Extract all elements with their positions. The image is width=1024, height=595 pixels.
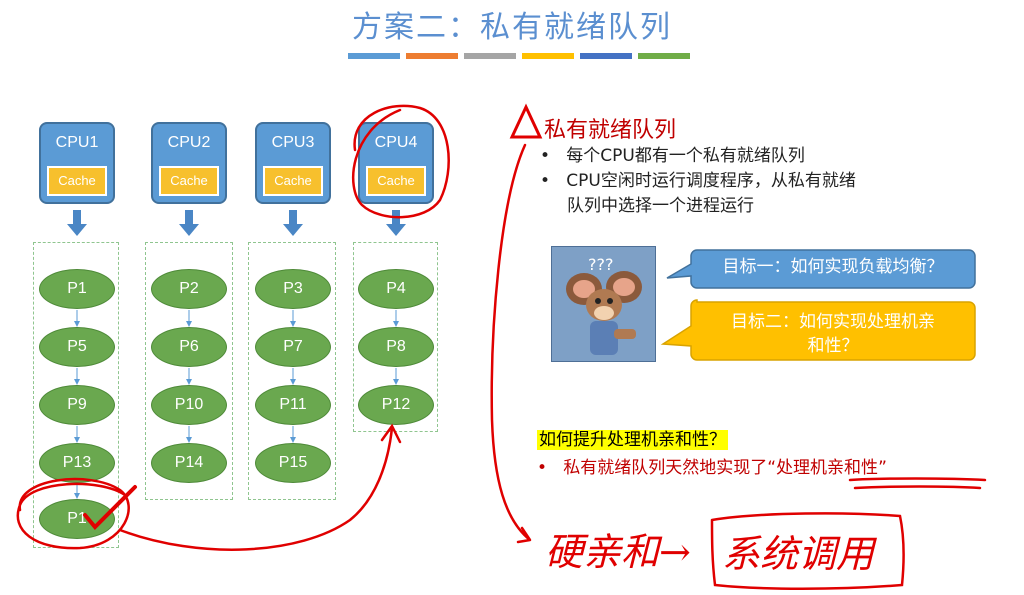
color-bar-1 — [348, 53, 400, 59]
cpu-box-1: CPU1 Cache — [39, 122, 115, 204]
process-node: P8 — [358, 327, 434, 367]
process-node: P14 — [151, 443, 227, 483]
process-node: P10 — [151, 385, 227, 425]
cpu-box-2: CPU2 Cache — [151, 122, 227, 204]
cpu-label: CPU2 — [167, 134, 211, 151]
section-heading: 私有就绪队列 — [544, 118, 677, 143]
color-bar-3 — [464, 53, 516, 59]
pointer-curve — [490, 143, 532, 544]
cpu-box-3: CPU3 Cache — [255, 122, 331, 204]
syscall-box — [710, 512, 905, 590]
process-node: P1 — [39, 269, 115, 309]
goal-one-bubble: 目标一：如何实现负载均衡？ — [722, 257, 944, 277]
question-marks: ??? — [588, 255, 614, 274]
process-node: P6 — [151, 327, 227, 367]
note-hard-affinity: 硬亲和 — [545, 530, 660, 574]
answer-emphasis: 处理机亲和性 — [776, 458, 879, 478]
cpu-label: CPU4 — [374, 134, 418, 151]
process-node: P12 — [358, 385, 434, 425]
p1-scribble-annotation — [16, 477, 130, 550]
cpu-to-queue-arrows — [67, 210, 406, 236]
ready-queue-3 — [248, 242, 336, 500]
emphasis-underline — [848, 477, 987, 482]
queue-connectors — [74, 310, 399, 499]
process-node: P11 — [255, 385, 331, 425]
cache-box: Cache — [263, 166, 323, 196]
system-call-note: 系统调用 — [722, 532, 875, 576]
color-bar-6 — [638, 53, 690, 59]
bullet-item: • 每个CPU都有一个私有就绪队列 — [540, 146, 805, 166]
cpu-label: CPU1 — [55, 134, 99, 151]
page-title: 方案二：私有就绪队列 — [352, 10, 672, 45]
affinity-answer: • 私有就绪队列天然地实现了“处理机亲和性” — [537, 453, 887, 478]
triangle-mark — [509, 103, 543, 139]
process-node: P9 — [39, 385, 115, 425]
process-node: P13 — [39, 443, 115, 483]
hard-affinity-note: 硬亲和→ — [545, 521, 691, 576]
color-bar-4 — [522, 53, 574, 59]
cpu-label: CPU3 — [271, 134, 315, 151]
cache-box: Cache — [159, 166, 219, 196]
bullet-item-continuation: 队列中选择一个进程运行 — [567, 196, 754, 216]
goal-two-line: 和性？ — [807, 336, 859, 356]
bubble-tails — [660, 249, 976, 361]
answer-suffix: ” — [878, 458, 887, 478]
goal-two-bubble: 目标二：如何实现处理机亲 和性？ — [691, 306, 975, 362]
ready-queue-2 — [145, 242, 233, 500]
highlighted-question: 如何提升处理机亲和性？ — [537, 430, 728, 450]
mouse-illustration-icon — [552, 247, 655, 361]
process-node: P7 — [255, 327, 331, 367]
process-node: P2 — [151, 269, 227, 309]
down-arrow-icon — [67, 210, 87, 236]
cpu4-circle-annotation — [351, 104, 450, 219]
migration-arrow — [118, 426, 394, 551]
color-bar-5 — [580, 53, 632, 59]
down-arrow-icon — [179, 210, 199, 236]
affinity-question: 如何提升处理机亲和性？ — [537, 425, 728, 450]
goal-two-line: 目标二：如何实现处理机亲 — [731, 312, 935, 332]
process-node: P1 — [39, 499, 115, 539]
color-bar-2 — [406, 53, 458, 59]
bullet-dot: • — [537, 458, 564, 478]
cpu-box-4: CPU4 Cache — [358, 122, 434, 204]
bullet-item: • CPU空闲时运行调度程序，从私有就绪 — [540, 171, 856, 191]
bullet-list: • 每个CPU都有一个私有就绪队列 • CPU空闲时运行调度程序，从私有就绪 队… — [540, 144, 856, 219]
confused-mouse-image: ??? — [551, 246, 656, 362]
process-node: P15 — [255, 443, 331, 483]
process-node: P5 — [39, 327, 115, 367]
cache-box: Cache — [366, 166, 426, 196]
answer-prefix: 私有就绪队列天然地实现了“ — [563, 458, 777, 478]
process-node: P4 — [358, 269, 434, 309]
title-color-bars — [348, 53, 690, 59]
note-arrow: → — [659, 530, 691, 574]
down-arrow-icon — [283, 210, 303, 236]
process-node: P3 — [255, 269, 331, 309]
cache-box: Cache — [47, 166, 107, 196]
down-arrow-icon — [386, 210, 406, 236]
